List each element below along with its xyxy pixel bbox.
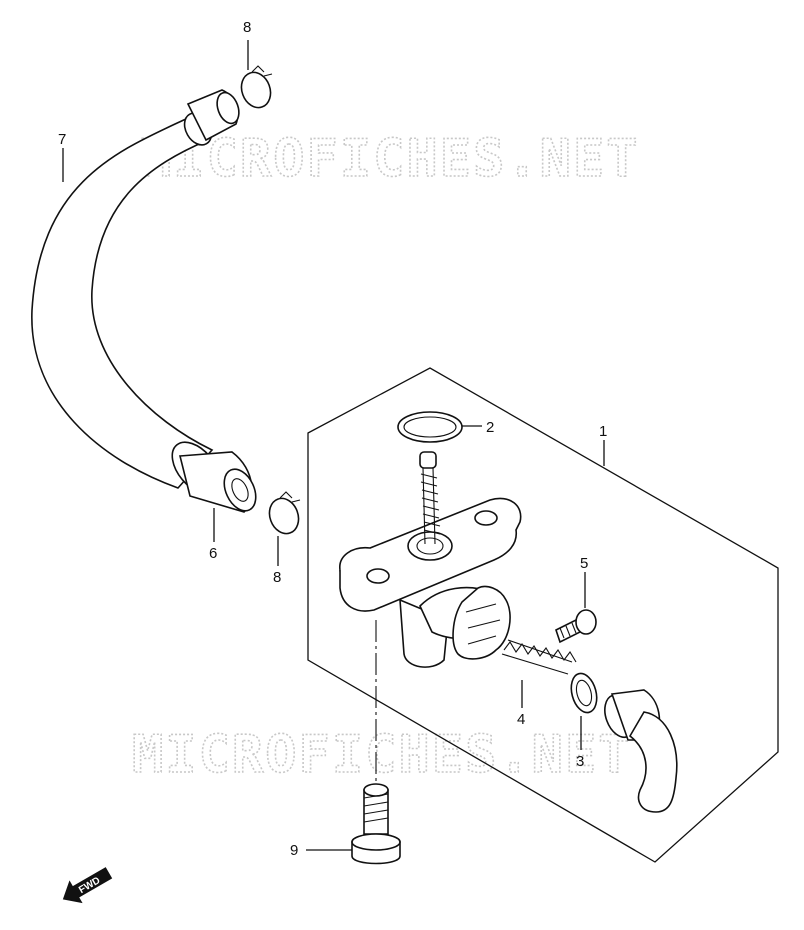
- hose-clamp-bottom: [268, 491, 301, 535]
- fwd-arrow-icon: FWD: [62, 867, 113, 904]
- callout-5: 5: [580, 555, 588, 572]
- callout-3: 3: [576, 753, 584, 770]
- callout-7: 7: [58, 131, 66, 148]
- spring: [501, 639, 577, 675]
- fwd-label: FWD: [77, 875, 102, 896]
- fuel-hose: [31, 89, 257, 513]
- watermark-top: MICROFICHES.NET: [140, 129, 640, 189]
- filter-screen: [419, 451, 441, 545]
- o-ring-lever: [570, 672, 598, 714]
- callout-8-bottom: 8: [273, 569, 281, 586]
- callout-1: 1: [599, 423, 607, 440]
- callout-4: 4: [517, 711, 525, 728]
- mounting-bolt: [351, 783, 401, 865]
- fuel-cock-lever: [604, 689, 678, 813]
- fuel-cock-body: [339, 497, 522, 668]
- callout-9: 9: [290, 842, 298, 859]
- watermark-bottom: MICROFICHES.NET: [132, 725, 632, 785]
- callout-6: 6: [209, 545, 217, 562]
- callout-2: 2: [486, 419, 494, 436]
- screw-small: [555, 609, 597, 644]
- assembly-outline-box: [307, 367, 779, 863]
- hose-clamp-top: [240, 65, 273, 109]
- callout-8-top: 8: [243, 19, 251, 36]
